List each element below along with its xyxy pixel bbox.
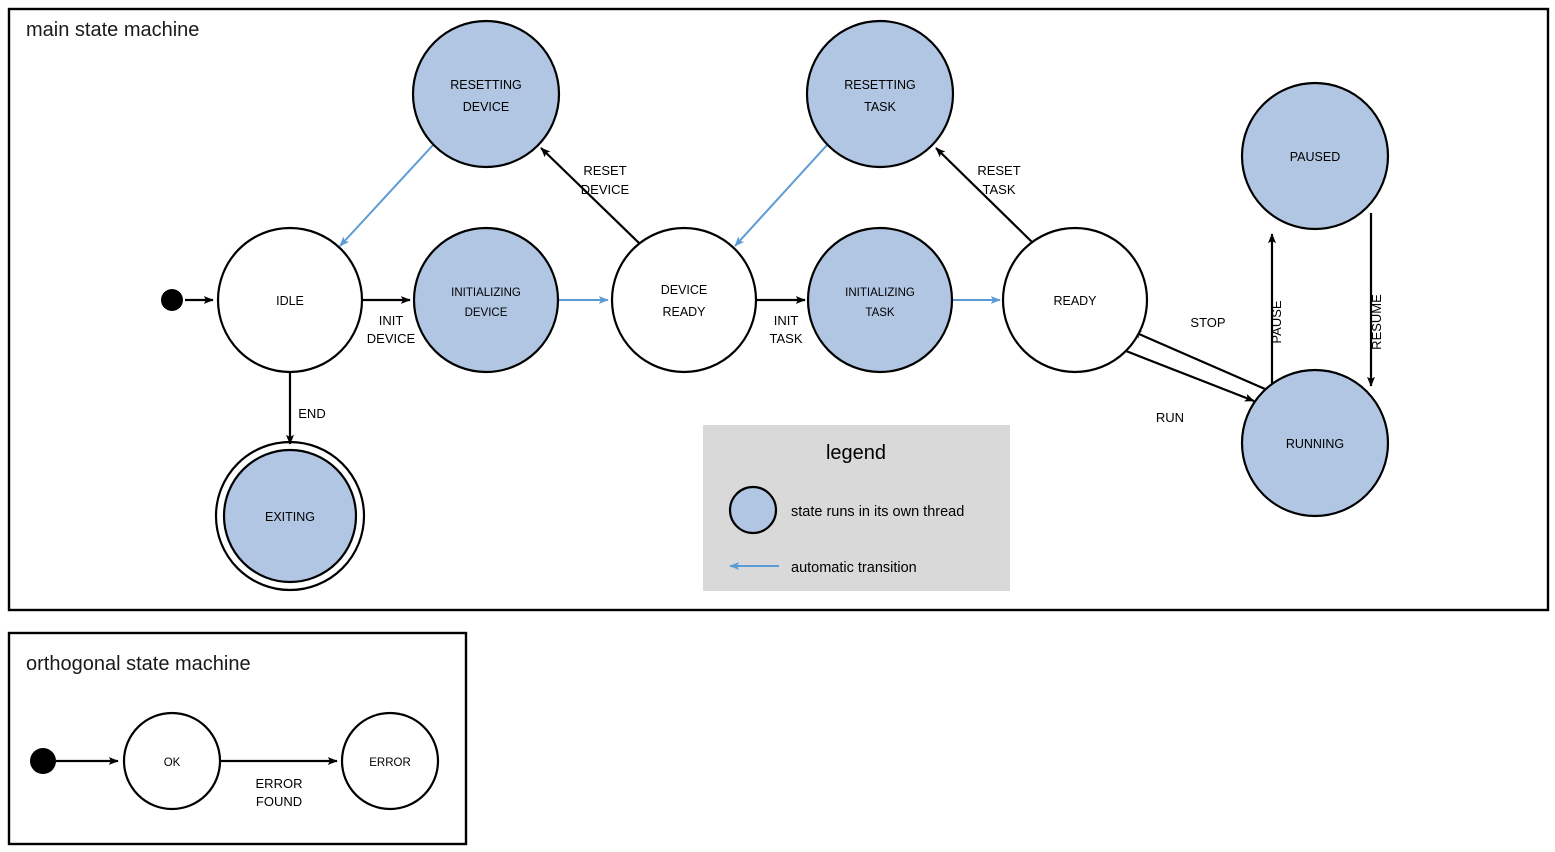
edge-label-pause: PAUSE — [1269, 300, 1284, 343]
edge-label-init-task-2: TASK — [770, 331, 803, 346]
main-frame-border — [7, 7, 1550, 612]
transition-error-found: ERROR FOUND — [220, 757, 338, 809]
state-node-initializing-task[interactable]: INITIALIZING TASK — [806, 226, 954, 374]
state-label-initializing-task-2: TASK — [865, 307, 895, 319]
state-node-device-ready[interactable]: DEVICE READY — [610, 226, 758, 374]
transition-reset-task: RESET TASK — [935, 147, 1034, 244]
state-node-idle[interactable]: IDLE — [216, 226, 364, 374]
orthogonal-initial-state-marker — [30, 748, 56, 774]
transition-reset-device: RESET DEVICE — [540, 147, 640, 244]
state-label-device-ready-1: DEVICE — [661, 283, 708, 297]
transition-run: RUN — [1125, 349, 1255, 425]
state-node-ready[interactable]: READY — [1001, 226, 1149, 374]
orthogonal-frame-border — [7, 631, 468, 846]
transition-resetdevice-idle — [339, 143, 435, 247]
transition-init-task: INIT TASK — [756, 296, 806, 346]
main-frame-title: main state machine — [26, 19, 199, 41]
edge-label-run: RUN — [1156, 410, 1184, 425]
state-label-resetting-device-2: DEVICE — [463, 100, 510, 114]
state-label-error: ERROR — [369, 757, 411, 769]
state-node-paused[interactable]: PAUSED — [1240, 81, 1390, 231]
edge-label-error-found-2: FOUND — [256, 794, 302, 809]
legend-thread-state-icon — [728, 485, 778, 535]
state-node-exiting[interactable]: EXITING — [214, 440, 366, 592]
state-node-running[interactable]: RUNNING — [1240, 368, 1390, 518]
state-label-exiting: EXITING — [265, 510, 315, 524]
legend-automatic-transition-text: automatic transition — [791, 560, 917, 576]
initial-state-marker — [161, 289, 183, 311]
edge-label-reset-task-2: TASK — [983, 182, 1016, 197]
state-label-device-ready-2: READY — [662, 305, 706, 319]
edge-label-error-found-1: ERROR — [256, 776, 303, 791]
legend: legend state runs in its own thread auto… — [703, 425, 1010, 591]
edge-label-init-task-1: INIT — [774, 313, 799, 328]
edge-label-resume: RESUME — [1369, 294, 1384, 350]
state-label-resetting-device-1: RESETTING — [450, 78, 522, 92]
state-label-initializing-device-1: INITIALIZING — [451, 287, 521, 299]
state-label-ready: READY — [1053, 294, 1097, 308]
edge-label-reset-device-2: DEVICE — [581, 182, 630, 197]
transition-resume: RESUME — [1367, 213, 1384, 387]
edge-label-stop: STOP — [1190, 315, 1225, 330]
state-label-resetting-task-1: RESETTING — [844, 78, 916, 92]
orthogonal-frame-title: orthogonal state machine — [26, 653, 251, 675]
state-node-initializing-device[interactable]: INITIALIZING DEVICE — [412, 226, 560, 374]
state-node-resetting-device[interactable]: RESETTING DEVICE — [411, 19, 561, 169]
edge-label-end: END — [298, 406, 325, 421]
state-node-error[interactable]: ERROR — [340, 711, 440, 811]
state-label-running: RUNNING — [1286, 437, 1344, 451]
edge-label-reset-task-1: RESET — [977, 163, 1020, 178]
state-node-resetting-task[interactable]: RESETTING TASK — [805, 19, 955, 169]
state-label-idle: IDLE — [276, 294, 304, 308]
transition-resettask-deviceready — [734, 143, 829, 247]
state-label-ok: OK — [164, 757, 181, 769]
transition-stop: STOP — [1131, 315, 1266, 391]
transition-init-device: INIT DEVICE — [362, 296, 416, 346]
state-label-initializing-device-2: DEVICE — [465, 307, 508, 319]
transition-pause: PAUSE — [1268, 233, 1284, 410]
legend-thread-state-text: state runs in its own thread — [791, 504, 964, 520]
legend-title: legend — [826, 442, 886, 464]
state-node-ok[interactable]: OK — [122, 711, 222, 811]
state-label-initializing-task-1: INITIALIZING — [845, 287, 915, 299]
state-label-resetting-task-2: TASK — [864, 100, 896, 114]
edge-label-init-device-2: DEVICE — [367, 331, 416, 346]
transition-end: END — [286, 372, 326, 445]
edge-label-reset-device-1: RESET — [583, 163, 626, 178]
edge-label-init-device-1: INIT — [379, 313, 404, 328]
state-label-paused: PAUSED — [1290, 150, 1340, 164]
